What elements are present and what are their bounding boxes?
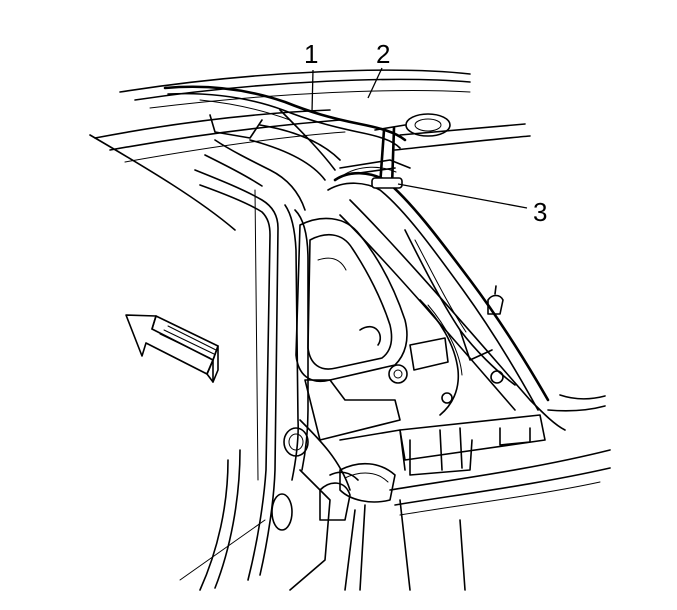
upper-pillar-structure (204, 109, 341, 211)
lower-body-structure (289, 379, 611, 591)
pillar-rail (339, 199, 606, 431)
forward-direction-arrow-icon (125, 314, 219, 383)
quarter-panel-opening (295, 217, 504, 416)
callout-3: 3 (533, 197, 547, 227)
callout-1-leader (311, 69, 314, 113)
callout-1: 1 (304, 39, 318, 69)
callout-2-leader (367, 67, 383, 99)
left-pillar-body (89, 134, 309, 591)
callout-2: 2 (376, 39, 390, 69)
callout-leaders (311, 67, 528, 209)
callout-3-leader (397, 183, 528, 209)
pillar-wiring-harness (327, 124, 550, 411)
